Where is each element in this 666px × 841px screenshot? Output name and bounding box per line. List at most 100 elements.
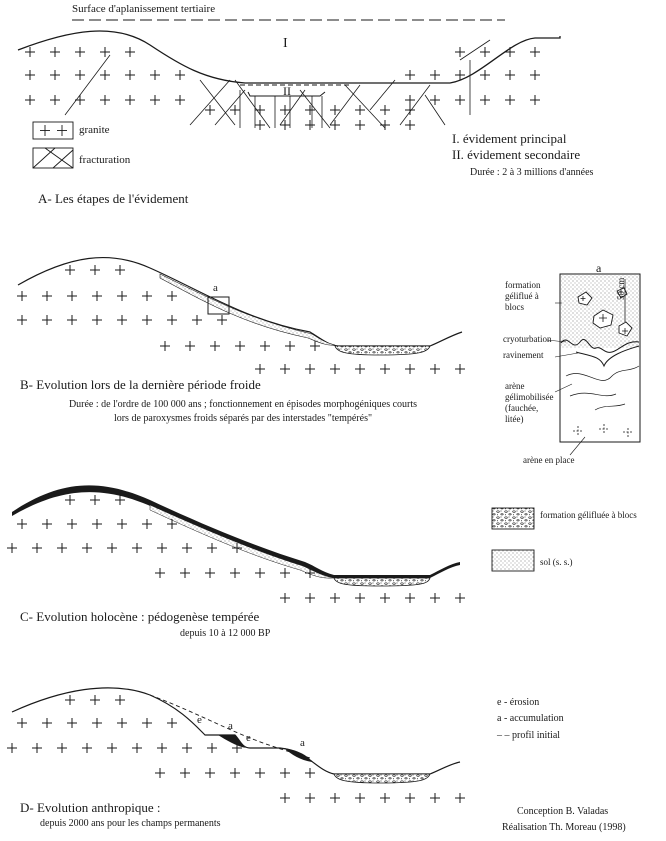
- granite-cross: [132, 743, 142, 753]
- inset-pointer-gelimobilisee: [554, 383, 573, 393]
- granite-cross: [92, 718, 102, 728]
- granite-cross: [355, 105, 365, 115]
- accumulation-1: [218, 735, 246, 748]
- granite-cross: [125, 95, 135, 105]
- granite-cross: [330, 364, 340, 374]
- accumulation-2: [284, 748, 312, 762]
- granite-cross: [380, 364, 390, 374]
- granite-cross: [230, 105, 240, 115]
- granite-cross: [17, 718, 27, 728]
- roman-two-label: II: [283, 84, 291, 98]
- granite-cross: [50, 70, 60, 80]
- granite-cross: [207, 743, 217, 753]
- granite-cross: [455, 364, 465, 374]
- granite-cross: [150, 95, 160, 105]
- granite-cross: [305, 568, 315, 578]
- granite-cross: [430, 364, 440, 374]
- secondary-hollow: [247, 91, 326, 97]
- granite-cross: [217, 315, 227, 325]
- granite-cross: [455, 593, 465, 603]
- granite-cross: [430, 70, 440, 80]
- panel-d-valley: [7, 687, 465, 803]
- granite-cross: [185, 341, 195, 351]
- granite-cross: [67, 718, 77, 728]
- inset-blocks-cross: [580, 290, 628, 334]
- inset-marker-box: [207, 296, 230, 315]
- duration-a: Durée : 2 à 3 millions d'années: [470, 167, 594, 178]
- inset-frame: [559, 273, 641, 443]
- legend-granite-label: granite: [79, 124, 110, 136]
- granite-cross: [142, 315, 152, 325]
- legend-erosion: e - érosion: [497, 697, 540, 708]
- inset-cryoturbation-label: cryoturbation: [503, 334, 552, 344]
- granite-cross: [530, 47, 540, 57]
- granite-cross: [50, 95, 60, 105]
- granite-cross: [405, 70, 415, 80]
- granite-cross: [42, 291, 52, 301]
- inset-scale-label: 50 cm: [616, 277, 626, 300]
- granite-cross: [180, 768, 190, 778]
- panel-c-valley: [7, 485, 465, 603]
- fracture-lines: [64, 39, 491, 129]
- granite-crosses-a: [25, 47, 540, 130]
- granite-cross: [380, 593, 390, 603]
- granite-cross: [455, 47, 465, 57]
- granite-cross: [107, 543, 117, 553]
- granite-cross: [380, 105, 390, 115]
- granite-cross: [210, 341, 220, 351]
- granite-cross: [42, 315, 52, 325]
- credit-conception: Conception B. Valadas: [517, 806, 609, 817]
- granite-cross: [505, 95, 515, 105]
- granite-cross: [182, 743, 192, 753]
- inset-profile: [546, 273, 641, 456]
- granite-cross: [232, 743, 242, 753]
- legend-sol-label: sol (s. s.): [540, 557, 573, 567]
- granite-cross: [355, 793, 365, 803]
- granite-cross: [155, 568, 165, 578]
- legend-sol-swatch: [491, 549, 535, 572]
- granite-cross: [82, 743, 92, 753]
- granite-cross: [530, 95, 540, 105]
- valley-fill-d: [333, 773, 431, 784]
- legend-a: [32, 121, 74, 169]
- inset-pointer-ravinement: [554, 352, 579, 358]
- panel-d-marker-a2: a: [300, 737, 305, 749]
- granite-cross: [232, 543, 242, 553]
- granite-cross: [67, 519, 77, 529]
- granite-cross: [505, 70, 515, 80]
- valley-fill-c: [333, 577, 431, 587]
- granite-cross: [100, 47, 110, 57]
- inset-arene-crosses: [573, 424, 633, 437]
- inset-ravinement-label: ravinement: [503, 350, 544, 360]
- granite-cross: [280, 568, 290, 578]
- granite-cross: [65, 265, 75, 275]
- granite-cross: [115, 265, 125, 275]
- granite-cross: [255, 364, 265, 374]
- panel-a-title: A- Les étapes de l'évidement: [38, 191, 189, 206]
- inset-formation-label: formation géliflué à blocs: [505, 280, 541, 312]
- inset-cryoturbation: [560, 339, 640, 353]
- granite-crosses-b: [17, 265, 465, 374]
- granite-cross: [255, 120, 265, 130]
- granite-cross: [255, 568, 265, 578]
- granite-cross: [180, 568, 190, 578]
- granite-cross: [175, 95, 185, 105]
- granite-cross: [405, 793, 415, 803]
- legend-fracturation-box: [32, 147, 74, 169]
- granite-cross: [405, 95, 415, 105]
- valley-profile-d: [11, 687, 461, 775]
- panel-b-desc-line1: Durée : de l'ordre de 100 000 ans ; fonc…: [68, 399, 418, 410]
- granite-cross: [17, 291, 27, 301]
- soil-layer-c: [12, 485, 460, 578]
- granite-cross: [57, 743, 67, 753]
- valley-fill-b: [334, 345, 431, 356]
- panel-c-subtitle: depuis 10 à 12 000 BP: [180, 628, 271, 639]
- valley-profile-a: [17, 30, 561, 84]
- granite-cross: [380, 120, 390, 130]
- granite-cross: [25, 95, 35, 105]
- granite-cross: [117, 291, 127, 301]
- granite-cross: [205, 105, 215, 115]
- granite-cross: [530, 70, 540, 80]
- granite-cross: [65, 695, 75, 705]
- panel-d-marker-a1: a: [228, 720, 233, 732]
